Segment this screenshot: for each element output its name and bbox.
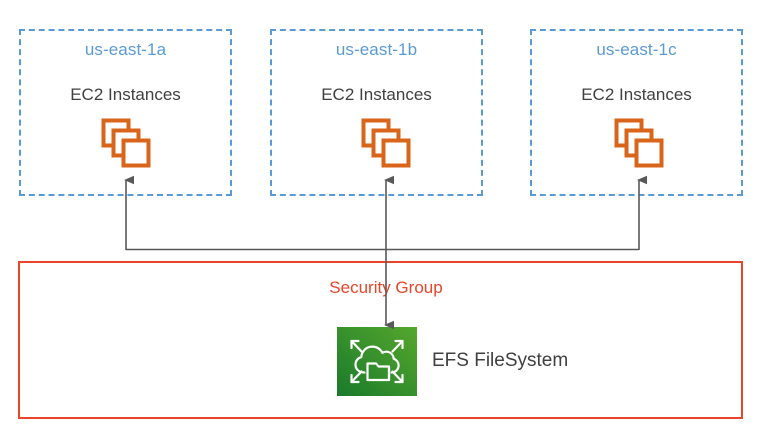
ec2-instances-label-us-east-1a: EC2 Instances <box>70 85 181 104</box>
ec2-instances-label-us-east-1c: EC2 Instances <box>581 85 692 104</box>
ec2-instances-label-us-east-1b: EC2 Instances <box>321 85 432 104</box>
availability-zone-label-us-east-1c: us-east-1c <box>596 40 677 59</box>
ec2-instances-icon <box>613 117 665 169</box>
security-group-label: Security Group <box>329 278 443 297</box>
security-group-box <box>18 261 743 419</box>
availability-zone-label-us-east-1a: us-east-1a <box>84 40 167 59</box>
availability-zone-box-us-east-1b <box>270 29 483 196</box>
availability-zone-label-us-east-1b: us-east-1b <box>335 40 418 59</box>
efs-filesystem-icon <box>337 327 417 396</box>
ec2-instances-icon <box>100 117 152 169</box>
efs-filesystem-label: EFS FileSystem <box>432 350 569 371</box>
ec2-instances-icon <box>360 117 412 169</box>
availability-zone-box-us-east-1c <box>530 29 743 196</box>
